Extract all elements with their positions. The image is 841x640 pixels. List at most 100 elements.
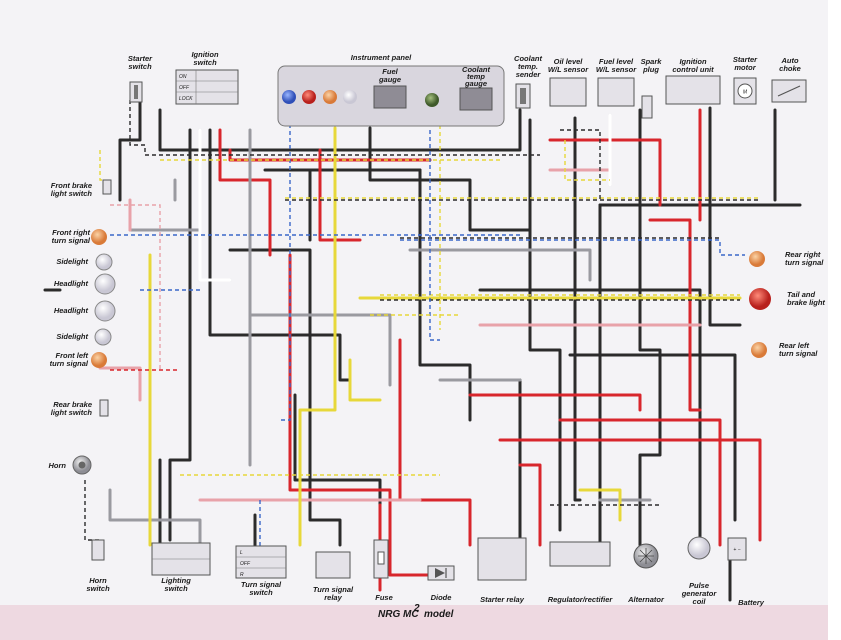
turn-relay-label-1: Turn signal [313,585,354,594]
warning-lamp-white-icon [343,90,357,104]
headlight-lamp-icon [94,273,116,295]
diode-icon [435,568,445,578]
spark-plug: Spark plug [641,57,663,119]
turn-signal-lamp-icon [751,342,767,358]
starter-relay-label: Starter relay [480,595,525,604]
rear-right-turn-signal: Rear right turn signal [749,250,824,267]
diode: Diode [427,565,455,602]
turn-signal-relay: Turn signal relay [313,551,354,602]
instrument-panel-label: Instrument panel [351,53,412,62]
fuel-gauge-label-1: Fuel [382,67,398,76]
front-right-turn-signal: Front right turn signal [52,228,107,245]
motor-icon [737,83,753,99]
oil-sensor-label-2: W/L sensor [548,65,589,74]
icu-label-1: Ignition [679,57,706,66]
headlight-upper: Headlight [54,273,116,295]
horn-label: Horn [49,461,67,470]
alternator-label: Alternator [627,595,665,604]
front-brake-switch-label-1: Front brake [51,181,92,190]
tail-and-brake-light: Tail and brake light [749,288,825,310]
horn-switch: Horn switch [86,539,110,593]
fuel-level-sensor: Fuel level W/L sensor [596,57,637,107]
turn-signal-lamp-icon [91,229,107,245]
diode-label: Diode [431,593,452,602]
starter-switch-label-2: switch [128,62,152,71]
lighting-switch: Lighting switch [151,542,211,593]
fuse: Fuse [373,539,393,602]
fuel-sensor-label-2: W/L sensor [596,65,637,74]
auto-choke-label-2: choke [779,64,801,73]
turn-signal-switch: L OFF R Turn signal switch [235,545,287,597]
tail-light-label-1: Tail and [787,290,815,299]
fuel-sensor-label-1: Fuel level [599,57,634,66]
pulse-coil-label-2: generator [681,589,718,598]
fuel-gauge-label-2: gauge [378,75,401,84]
rear-right-turn-label-1: Rear right [785,250,821,259]
warning-lamp-blue-icon [282,90,296,104]
ignition-switch: ON OFF LOCK Ignition switch [175,50,239,105]
headlight-1-label: Headlight [54,279,89,288]
starter-motor: M Starter motor [733,55,758,105]
coolant-sender-label-1: Coolant [514,54,542,63]
ignition-control-unit: Ignition control unit [665,57,721,105]
turn-signal-lamp-icon [91,352,107,368]
lighting-switch-label-1: Lighting [161,576,191,585]
scan-edge-band [0,605,841,640]
model-superscript: 2 [413,603,420,614]
rear-brake-light-switch: Rear brake light switch [51,399,109,417]
oil-level-sensor: Oil level W/L sensor [548,57,589,107]
rear-left-turn-label-2: turn signal [779,349,818,358]
fuel-gauge [373,85,407,109]
pulse-generator-coil: Pulse generator coil [681,536,718,606]
sidelight-lamp-icon [95,253,113,271]
headlight-lower: Headlight [54,300,116,322]
front-brake-light-switch: Front brake light switch [51,179,112,198]
sidelight-top-label: Sidelight [56,257,88,266]
pulse-coil-icon [687,536,711,560]
warning-lamp-red-icon [302,90,316,104]
model-title: NRG MC 2 model [378,603,454,620]
tail-light-lamp-icon [749,288,771,310]
regulator-label: Regulator/rectifier [548,595,614,604]
turn-switch-position-r: R [240,572,244,578]
battery-terminals-icon: + − [733,547,740,553]
model-suffix: model [424,609,454,620]
warning-lamp-amber-icon [323,90,337,104]
coolant-temp-sender: Coolant temp. sender [514,54,542,109]
rear-left-turn-signal: Rear left turn signal [751,341,818,358]
horn-switch-label-1: Horn [89,576,107,585]
coolant-temp-gauge [459,87,493,111]
ignition-switch-label-2: switch [193,58,217,67]
icu-label-2: control unit [672,65,714,74]
coolant-gauge-label-1: Coolant [462,65,490,74]
headlight-lamp-icon [94,300,116,322]
horn-switch-label-2: switch [86,584,110,593]
front-left-turn-signal: Front left turn signal [50,351,107,368]
horn: Horn [49,455,92,475]
coolant-sender-label-3: sender [516,70,542,79]
spark-plug-label-1: Spark [641,57,663,66]
front-left-turn-label-2: turn signal [50,359,89,368]
sidelight-top: Sidelight [56,253,113,271]
starter-switch-label-1: Starter [128,54,153,63]
fuse-label: Fuse [375,593,393,602]
sidelight-lamp-icon [94,328,112,346]
oil-sensor-label-1: Oil level [554,57,584,66]
pulse-coil-label-3: coil [693,597,707,606]
regulator-rectifier: Regulator/rectifier [548,541,614,604]
battery: + − Battery [727,537,765,607]
starter-motor-label-2: motor [734,63,756,72]
rear-brake-switch-label-1: Rear brake [53,400,92,409]
starter-switch: Starter switch [128,54,153,103]
auto-choke: Auto choke [771,56,807,103]
coolant-sender-label-2: temp. [518,62,538,71]
sidelight-bottom-label: Sidelight [56,332,88,341]
headlight-2-label: Headlight [54,306,89,315]
instrument-panel: Instrument panel Fuel gauge Coolant temp… [277,53,505,127]
ignition-position-lock: LOCK [179,96,193,102]
starter-relay: Starter relay [477,537,527,604]
model-name: NRG MC [378,609,419,620]
front-right-turn-label-1: Front right [52,228,90,237]
front-right-turn-label-2: turn signal [52,236,91,245]
front-brake-switch-label-2: light switch [51,189,93,198]
